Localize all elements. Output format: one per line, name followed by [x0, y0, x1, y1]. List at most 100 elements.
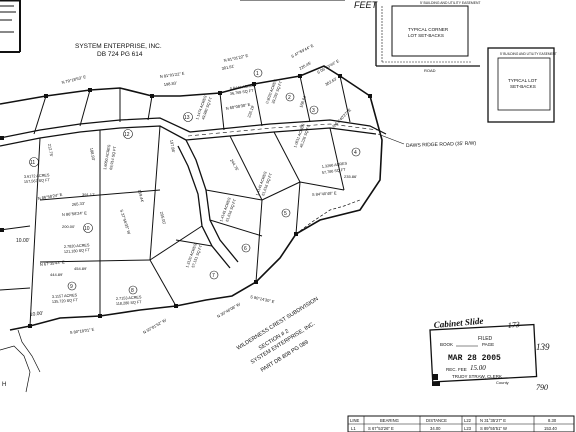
lot-4: 4 1.3266 ACRES 57,786 SQ FT: [322, 147, 361, 175]
lot-number: 10: [84, 226, 90, 232]
distance-label: 200.00': [62, 224, 75, 229]
boundary-bearings: N 81°01'22" E S 47°59'44" E N 81°01'22" …: [37, 43, 352, 335]
lot-detail-title-1: TYPICAL LOT: [508, 78, 537, 83]
line-table-cell: 153.40: [544, 426, 557, 431]
distance-label: 188.93': [89, 147, 96, 161]
stamp-date: MAR 28 2005: [448, 354, 501, 363]
lot-1: 1 0.8441 ACRES 36,769 SQ FT: [230, 68, 263, 96]
corner-detail-road: ROAD: [424, 68, 436, 73]
line-table-cell: N 31°35'27" E: [480, 418, 506, 423]
distance-label: 302.63': [324, 76, 338, 87]
lot-10: 10 2.7820 ACRES 121,180 SQ FT: [64, 223, 93, 254]
distance-label: 454.89': [74, 266, 87, 271]
daws-ridge-road-label: DAWS RIDGE ROAD (35' R/W): [406, 141, 477, 149]
lot-number: 3: [312, 108, 315, 114]
left-letter: H: [2, 382, 6, 388]
left-distance-a: 10.00': [16, 238, 30, 244]
lot-detail-easement: 5' BUILDING AND UTILITY EASEMENT: [500, 52, 557, 56]
lot-number: 1: [256, 71, 259, 77]
line-table-header-line: LINE: [350, 418, 360, 423]
distance-label: 391.17': [82, 192, 95, 197]
line-table-cell: S 89°55'51" W: [480, 426, 507, 431]
lot-number: 5: [284, 211, 287, 217]
line-table-cell: 8.30: [548, 418, 557, 423]
lot-number: 7: [212, 273, 215, 279]
lot-13: 13 1.1474 ACRES 49,980 SQ FT: [183, 95, 213, 122]
rec-fee-label: REC. FEE: [446, 367, 467, 372]
sheet-border-fragment: [0, 0, 21, 53]
distance-label: 444.89': [50, 272, 63, 277]
lot-number: 13: [184, 115, 190, 121]
bearing-label: N 30°46'08" W: [216, 301, 241, 318]
parcel-boundaries: [0, 65, 387, 393]
stamp-bottom-number: 790: [536, 383, 548, 392]
distance-label: 244.75': [229, 158, 240, 172]
distance-label: 168.64': [298, 94, 307, 108]
left-distance-b: 10.00': [30, 311, 44, 318]
cabinet-label: Cabinet Slide: [433, 316, 483, 330]
lot-sqft: 157,567 SQ FT: [24, 178, 51, 184]
distance-label: 159.44': [137, 189, 145, 203]
distance-label: 235.86': [344, 174, 357, 179]
bearing-label: N 79°18'53" E: [61, 74, 87, 85]
lot-setback-detail: TYPICAL LOT SET-BACKS 5' BUILDING AND UT…: [487, 47, 557, 123]
distance-label: 220.45': [298, 60, 312, 71]
line-table: LINE BEARING DISTANCE L1 S 67°53'26" E 3…: [347, 415, 575, 432]
lot-acres: 2.7820 ACRES: [64, 243, 90, 249]
lot-number: 9: [70, 284, 73, 290]
bearing-label: S 80°18'01" E: [69, 327, 94, 335]
lot-number: 4: [354, 150, 357, 156]
owner-name: SYSTEM ENTERPRISE, INC.: [75, 43, 162, 50]
boundary-distances: 301.61' 220.45' 198.83' 302.63' 200.00' …: [47, 60, 357, 277]
clerk-line: TRUDY STRAW, CLERK: [452, 374, 502, 379]
bearing-label: N 55°01'52" W: [142, 317, 167, 334]
corner-setback-detail: TYPICAL CORNER LOT SET-BACKS 5' BUILDING…: [375, 1, 481, 73]
lot-acres: 3.1157 ACRES: [52, 293, 78, 299]
line-table-cell: S 67°53'26" E: [368, 426, 394, 431]
bearing-label: N 67°35'43" E: [40, 259, 66, 267]
bearing-label: N 86°58'24" E: [62, 210, 88, 217]
lot-sqft: 36,769 SQ FT: [230, 89, 255, 96]
lot-3: 3 1.0611 ACRES 46,226 SQ FT: [293, 105, 319, 148]
rec-fee-value: 15.00: [470, 364, 486, 372]
lot-number: 12: [124, 132, 130, 138]
lot-sqft: 118,280 SQ FT: [116, 300, 143, 306]
lot-number: 6: [244, 246, 247, 252]
lot-sqft: 69,914 SQ FT: [109, 145, 117, 170]
corner-detail-title-1: TYPICAL CORNER: [408, 27, 449, 32]
line-table-header-distance: DISTANCE: [426, 418, 447, 423]
lot-9: 9 3.1157 ACRES 135,720 SQ FT: [52, 281, 79, 304]
bearing-label: S 06°53'44" E: [316, 58, 340, 75]
lot-sqft: 135,720 SQ FT: [52, 298, 79, 304]
lot-sqft: 57,786 SQ FT: [322, 168, 347, 175]
distance-label: 301.61': [221, 63, 235, 71]
lot-acres: 2.7153 ACRES: [116, 295, 142, 301]
lot-number: 8: [131, 288, 134, 294]
distance-label: 226.19': [246, 104, 255, 118]
corner-detail-easement: 5' BUILDING AND UTILITY EASEMENT: [420, 1, 481, 5]
bearing-label: S 47°59'44" E: [290, 43, 314, 59]
bearing-label: N 81°01'22" E: [223, 53, 249, 63]
distance-label: 265.33': [72, 201, 86, 207]
lot-acres: 0.8441 ACRES: [230, 83, 256, 91]
line-table-cell: L23: [464, 426, 472, 431]
bearing-label: N 60°08'38" E: [225, 102, 251, 111]
lot-acres: 1.3266 ACRES: [322, 161, 348, 169]
scale-feet-label: FEET: [354, 0, 379, 10]
lot-number: 11: [30, 160, 35, 166]
lot-sqft: 121,180 SQ FT: [64, 248, 91, 254]
subdivision-title: WILDERNESS CREST SUBDIVISION SECTION # 2…: [236, 296, 320, 373]
line-table-header-bearing: BEARING: [380, 418, 399, 423]
bearing-label: N 86°58'24" E: [37, 192, 63, 201]
monument-markers: [0, 74, 372, 328]
lot-acres: 3.6172 ACRES: [24, 173, 50, 179]
distance-label: 212.75': [47, 143, 54, 157]
distance-label: 198.83': [163, 80, 177, 87]
recording-stamp: Cabinet Slide 173 FILED BOOK PAGE MAR 28…: [429, 316, 550, 392]
bearing-label: S 80°14'30" E: [250, 294, 276, 304]
lot-8: 8 2.7153 ACRES 118,280 SQ FT: [116, 285, 143, 306]
line-table-cell: 34.00: [430, 426, 441, 431]
book-label: BOOK: [440, 342, 453, 347]
stamp-side-number: 139: [536, 342, 550, 352]
